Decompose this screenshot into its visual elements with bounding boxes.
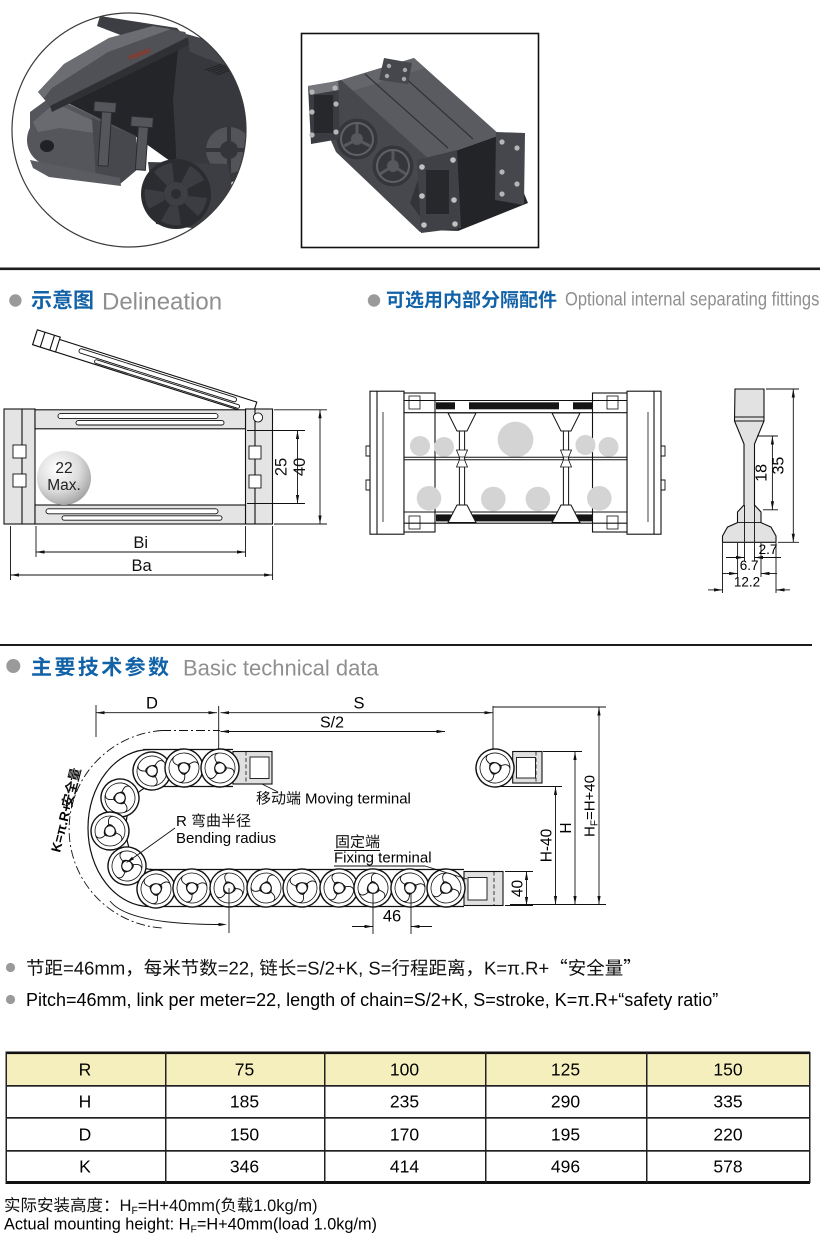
svg-text:6.7: 6.7 [740, 558, 759, 573]
svg-text:170: 170 [390, 1125, 419, 1145]
svg-text:Bending radius: Bending radius [176, 830, 276, 847]
svg-text:150: 150 [713, 1060, 742, 1080]
svg-text:HF=H+40: HF=H+40 [582, 775, 601, 837]
svg-text:235: 235 [390, 1092, 419, 1112]
svg-text:22: 22 [55, 460, 72, 477]
svg-text:Delineation: Delineation [102, 289, 222, 316]
svg-text:125: 125 [551, 1060, 580, 1080]
svg-text:Ba: Ba [131, 557, 152, 575]
svg-text:K: K [79, 1157, 91, 1177]
svg-text:12.2: 12.2 [734, 575, 760, 590]
svg-text:46: 46 [383, 908, 401, 926]
svg-text:Fixing terminal: Fixing terminal [334, 850, 432, 867]
svg-text:290: 290 [551, 1092, 580, 1112]
svg-text:150: 150 [230, 1125, 259, 1145]
svg-text:H-40: H-40 [539, 828, 556, 862]
svg-text:195: 195 [551, 1125, 580, 1145]
svg-text:S/2: S/2 [320, 715, 344, 732]
svg-text:346: 346 [230, 1157, 259, 1177]
svg-text:40: 40 [510, 880, 527, 898]
svg-text:R: R [176, 813, 187, 830]
svg-text:496: 496 [551, 1157, 580, 1177]
svg-text:H: H [558, 822, 575, 833]
svg-text:75: 75 [235, 1060, 254, 1080]
svg-text:414: 414 [390, 1157, 419, 1177]
svg-text:100: 100 [390, 1060, 419, 1080]
svg-text:S: S [353, 695, 364, 713]
svg-text:220: 220 [713, 1125, 742, 1145]
svg-text:Moving terminal: Moving terminal [305, 791, 411, 808]
svg-text:35: 35 [770, 457, 787, 475]
svg-text:Actual mounting height: HF=H+4: Actual mounting height: HF=H+40mm(load 1… [4, 1216, 377, 1236]
svg-text:D: D [79, 1125, 92, 1145]
svg-text:40: 40 [291, 458, 309, 476]
svg-text:185: 185 [230, 1092, 259, 1112]
svg-text:Optional internal separating f: Optional internal separating fittings [565, 288, 819, 309]
svg-text:Pitch=46mm, link per meter=22,: Pitch=46mm, link per meter=22, length of… [26, 990, 718, 1010]
svg-text:Bi: Bi [133, 534, 148, 552]
svg-text:Max.: Max. [47, 477, 81, 494]
svg-text:18: 18 [753, 464, 770, 482]
svg-text:R: R [79, 1060, 92, 1080]
svg-text:2.7: 2.7 [759, 542, 778, 557]
svg-text:Basic technical data: Basic technical data [183, 656, 379, 681]
svg-text:578: 578 [713, 1157, 742, 1177]
svg-text:H: H [79, 1092, 92, 1112]
svg-text:335: 335 [713, 1092, 742, 1112]
svg-text:D: D [146, 695, 158, 713]
svg-text:25: 25 [273, 458, 291, 476]
